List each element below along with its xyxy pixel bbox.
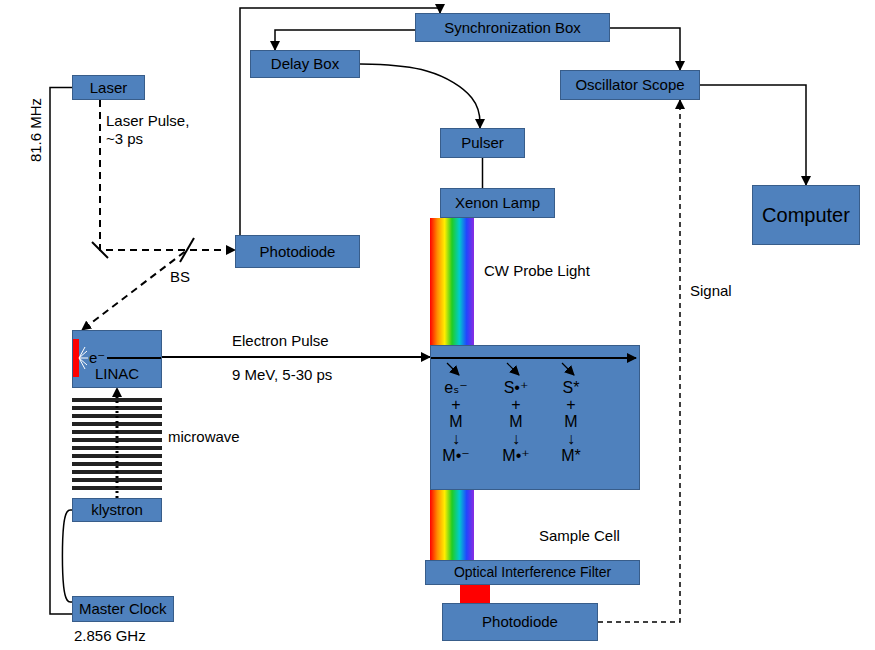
connector <box>610 28 680 70</box>
photodiode-box: Photodiode <box>442 603 598 641</box>
node-label: klystron <box>91 501 143 518</box>
photodiode-box: Photodiode <box>235 235 360 268</box>
node-text: Sample Cell <box>539 527 620 544</box>
annotation: microwave <box>168 428 240 446</box>
node-text: S•⁺ + M ↓ M•⁺ <box>494 379 538 464</box>
delay-box: Delay Box <box>250 50 360 78</box>
node-text: S* + M ↓ M* <box>549 379 593 464</box>
oscilloscope: Oscillator Scope <box>560 70 700 100</box>
dashed-connector <box>116 388 119 498</box>
node-label: Synchronization Box <box>444 19 581 36</box>
laser-box: Laser <box>72 75 145 100</box>
node-label: Photodiode <box>482 613 558 630</box>
electron-spray <box>79 358 87 365</box>
node-label: Oscillator Scope <box>575 76 684 93</box>
electron-beam <box>431 357 636 359</box>
annotation: 2.856 GHz <box>74 627 146 645</box>
electron-beam <box>107 357 161 359</box>
annotation: CW Probe Light <box>484 262 590 280</box>
clock-box: Master Clock <box>72 596 174 622</box>
node-label: Optical Interference Filter <box>454 564 611 580</box>
connector <box>700 85 806 185</box>
linac-box: e⁻LINAC <box>72 330 162 388</box>
connector <box>50 88 72 615</box>
annotation: Laser Pulse, ~3 ps <box>106 112 196 148</box>
electron-spray <box>79 358 88 359</box>
annotation: 9 MeV, 5-30 ps <box>232 366 332 384</box>
cathode <box>73 339 79 377</box>
electron-spray <box>79 351 87 358</box>
computer-box: Computer <box>752 185 860 245</box>
edge-label: Signal <box>690 282 732 300</box>
annotation: BS <box>170 268 190 286</box>
node-label: Pulser <box>461 134 504 151</box>
reaction-arrow <box>447 363 459 375</box>
node-text: eₛ⁻ + M ↓ M•⁻ <box>434 379 478 464</box>
connector <box>162 356 430 358</box>
lamp-box: Xenon Lamp <box>440 188 555 218</box>
connector <box>240 8 440 235</box>
reaction-arrow <box>507 363 519 375</box>
klystron-box: klystron <box>72 498 162 522</box>
pulser-box: Pulser <box>440 128 525 158</box>
dashed-connector <box>100 100 235 250</box>
node-label: Delay Box <box>271 55 339 72</box>
filter-box: Optical Interference Filter <box>425 560 640 585</box>
light-beam <box>430 490 474 560</box>
node-label: Computer <box>762 204 850 227</box>
edge-label: 81.6 MHz <box>27 92 45 168</box>
reaction-arrow <box>562 363 574 375</box>
sync-box: Synchronization Box <box>415 13 610 42</box>
sample-cell: eₛ⁻ + M ↓ M•⁻S•⁺ + M ↓ M•⁺S* + M ↓ M*Sam… <box>430 345 640 490</box>
node-label: Master Clock <box>79 600 167 617</box>
electron-spray <box>79 358 85 369</box>
connector <box>275 30 415 50</box>
electron-spray <box>79 347 85 358</box>
node-label: Photodiode <box>260 243 336 260</box>
node-label: Xenon Lamp <box>455 194 540 211</box>
connector <box>482 158 484 188</box>
node-text: e⁻ <box>89 349 105 366</box>
light-beam <box>460 585 490 603</box>
node-label: Laser <box>90 79 128 96</box>
light-beam <box>430 218 474 345</box>
connector <box>360 64 480 128</box>
node-text: LINAC <box>73 365 161 382</box>
annotation: Electron Pulse <box>232 332 329 350</box>
connector <box>62 510 72 602</box>
